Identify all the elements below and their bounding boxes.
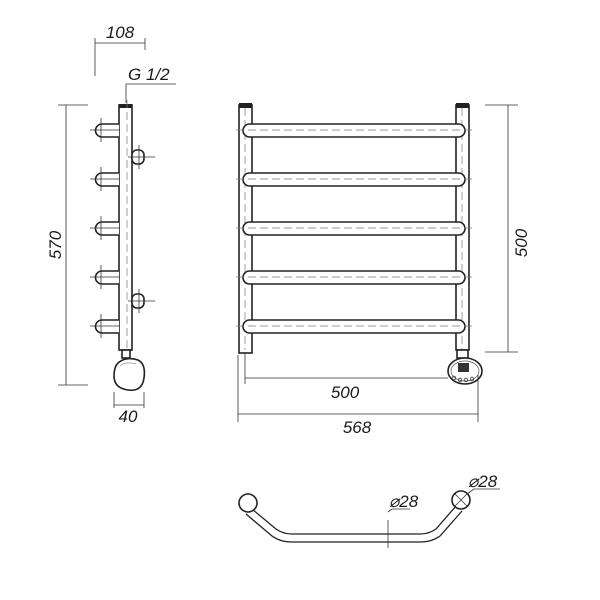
rung — [242, 319, 466, 334]
overall-width-dimension: 568 — [237, 355, 479, 437]
side-view: 108 G 1/2 570 — [46, 23, 176, 426]
pipe-cap — [239, 103, 252, 108]
connection-label: G 1/2 — [128, 65, 170, 84]
top-view: ⌀28 ⌀28 — [238, 472, 500, 548]
rung-diameter-label: ⌀28 — [389, 492, 419, 511]
rung-end — [94, 172, 119, 187]
rung-end — [94, 270, 119, 285]
rung — [242, 172, 466, 187]
display-icon — [458, 363, 469, 372]
heater-width-dimension: 40 — [113, 392, 145, 426]
pipe-cap — [119, 104, 132, 108]
side-collector-pipe — [118, 104, 133, 351]
rung-diameter-callout: ⌀28 — [387, 492, 419, 548]
heater-side — [113, 349, 146, 392]
pipe-diameter-label: ⌀28 — [468, 472, 498, 491]
left-pipe-section — [238, 493, 258, 513]
height-dimension: 570 — [46, 104, 88, 386]
wall-mount — [128, 289, 155, 313]
center-width-dimension: 500 — [244, 352, 448, 402]
center-width-label: 500 — [331, 383, 360, 402]
wall-mount — [128, 145, 155, 169]
connection-callout: G 1/2 — [125, 65, 176, 103]
center-height-dimension: 500 — [485, 104, 531, 353]
rung — [242, 270, 466, 285]
height-label: 570 — [46, 230, 65, 259]
pipe-diameter-callout: ⌀28 — [466, 472, 500, 495]
rung — [242, 221, 466, 236]
depth-dimension: 108 — [94, 23, 146, 76]
rung-ends — [90, 118, 120, 338]
right-pipe-section — [451, 490, 471, 510]
rung-end — [94, 123, 119, 138]
pipe-cap — [456, 103, 469, 108]
front-view: 500 500 568 — [236, 103, 531, 437]
heater-width-label: 40 — [119, 407, 138, 426]
rung — [242, 123, 466, 138]
rung-end — [94, 221, 119, 236]
rung-end — [94, 319, 119, 334]
center-height-label: 500 — [512, 228, 531, 257]
rungs — [236, 123, 472, 334]
depth-label: 108 — [106, 23, 135, 42]
heater-controller — [447, 349, 483, 385]
overall-width-label: 568 — [343, 418, 372, 437]
